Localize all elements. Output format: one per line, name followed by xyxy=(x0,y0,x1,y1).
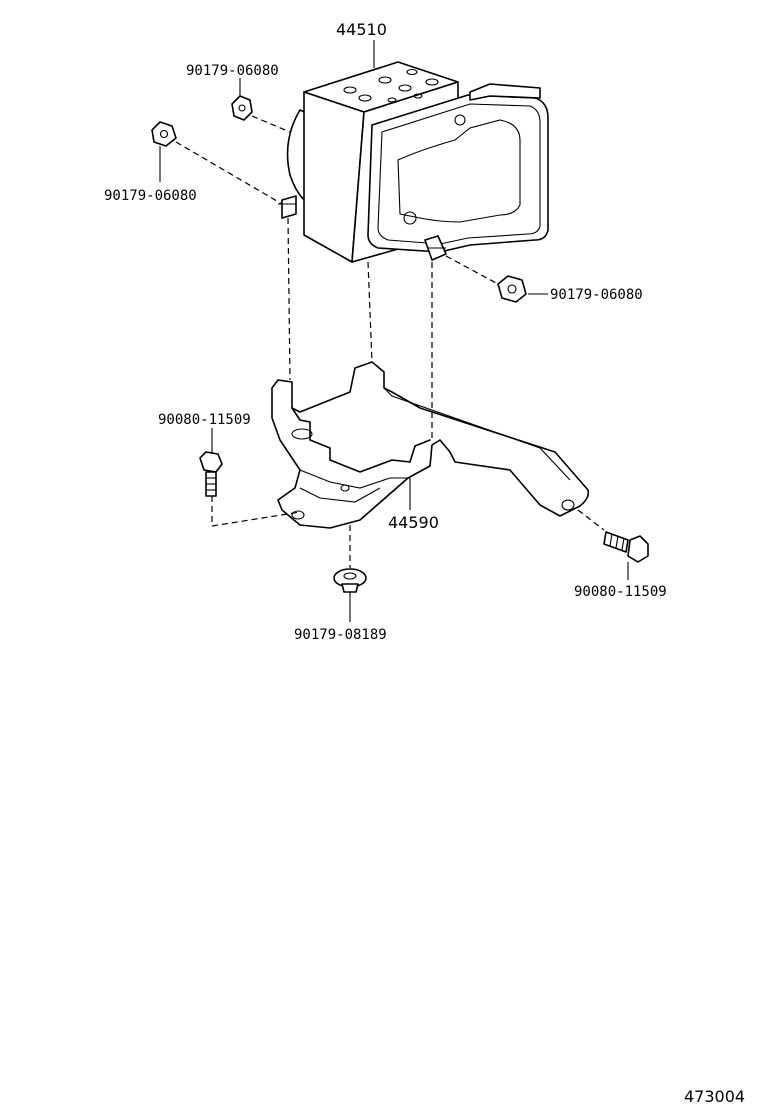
abs-actuator-assembly xyxy=(278,61,549,263)
nut-icon xyxy=(231,95,253,121)
bolt-icon xyxy=(199,451,223,497)
label-nut-right: 90179-06080 xyxy=(550,287,643,303)
leader-lines xyxy=(159,40,629,622)
nut-icon xyxy=(497,275,527,303)
label-nut-top-left: 90179-06080 xyxy=(104,188,197,204)
label-grommet: 90179-08189 xyxy=(294,627,387,643)
bolt-icon xyxy=(603,531,649,563)
label-bolt-right: 90080-11509 xyxy=(574,584,667,600)
grommet-icon xyxy=(333,568,367,593)
nut-icon xyxy=(151,121,177,147)
label-nut-top-center: 90179-06080 xyxy=(186,63,279,79)
label-bolt-left: 90080-11509 xyxy=(158,412,251,428)
label-44590: 44590 xyxy=(388,513,439,532)
label-44510: 44510 xyxy=(336,20,387,39)
bracket-assembly xyxy=(271,361,590,529)
figure-number: 473004 xyxy=(684,1087,745,1106)
assembly-lines xyxy=(175,115,605,568)
